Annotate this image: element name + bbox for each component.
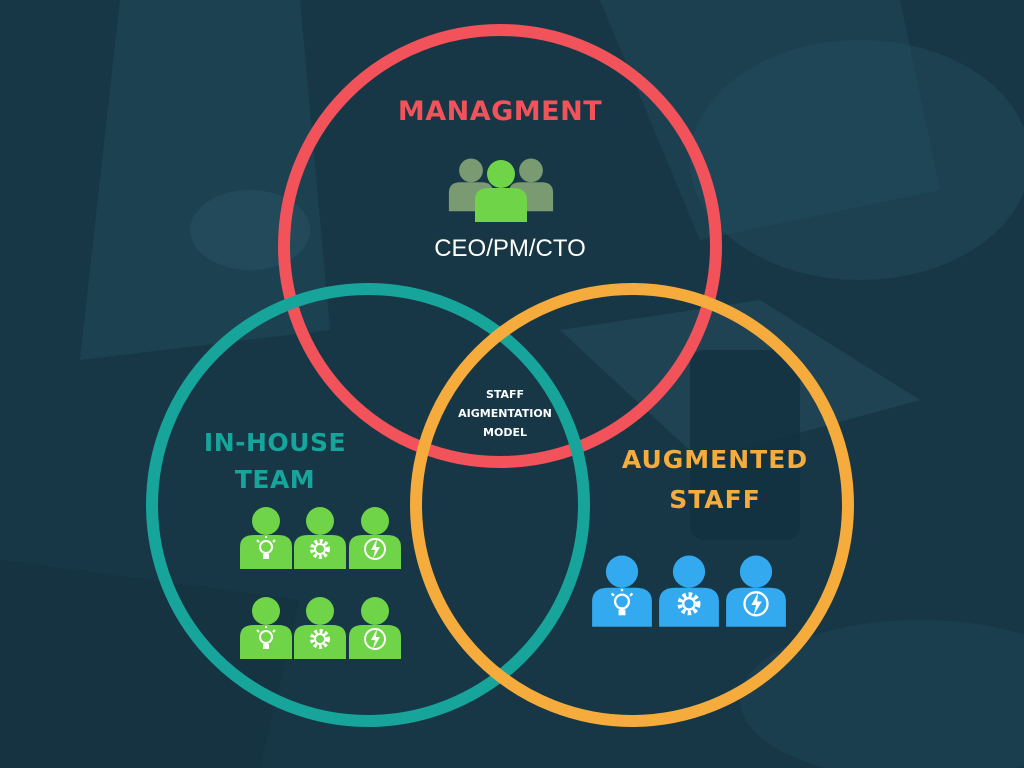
person-lightbulb-icon: [240, 507, 292, 569]
person-gear-icon: [294, 597, 346, 659]
person-lightning-icon: [349, 597, 401, 659]
person-gear-icon: [294, 507, 346, 569]
center-label-line: AIGMENTATION: [440, 404, 570, 423]
management-roles: CEO/PM/CTO: [390, 235, 630, 263]
group-icon: [449, 159, 553, 223]
center-label-line: STAFF: [440, 385, 570, 404]
augmented-title: AUGMENTED STAFF: [590, 440, 840, 520]
in-house-people: [240, 507, 401, 659]
person-lightning-icon: [726, 556, 786, 627]
in-house-title: IN-HOUSE TEAM: [160, 424, 390, 498]
management-title: MANAGMENT: [300, 96, 700, 127]
augmented-title-line: AUGMENTED: [590, 440, 840, 480]
in-house-title-line: TEAM: [160, 461, 390, 498]
center-model-label: STAFF AIGMENTATION MODEL: [440, 385, 570, 442]
person-lightbulb-icon: [240, 597, 292, 659]
person-lightning-icon: [349, 507, 401, 569]
in-house-title-line: IN-HOUSE: [160, 424, 390, 461]
augmented-title-line: STAFF: [590, 480, 840, 520]
person-lightbulb-icon: [592, 556, 652, 627]
center-label-line: MODEL: [440, 423, 570, 442]
augmented-people: [592, 556, 786, 627]
person-gear-icon: [659, 556, 719, 627]
